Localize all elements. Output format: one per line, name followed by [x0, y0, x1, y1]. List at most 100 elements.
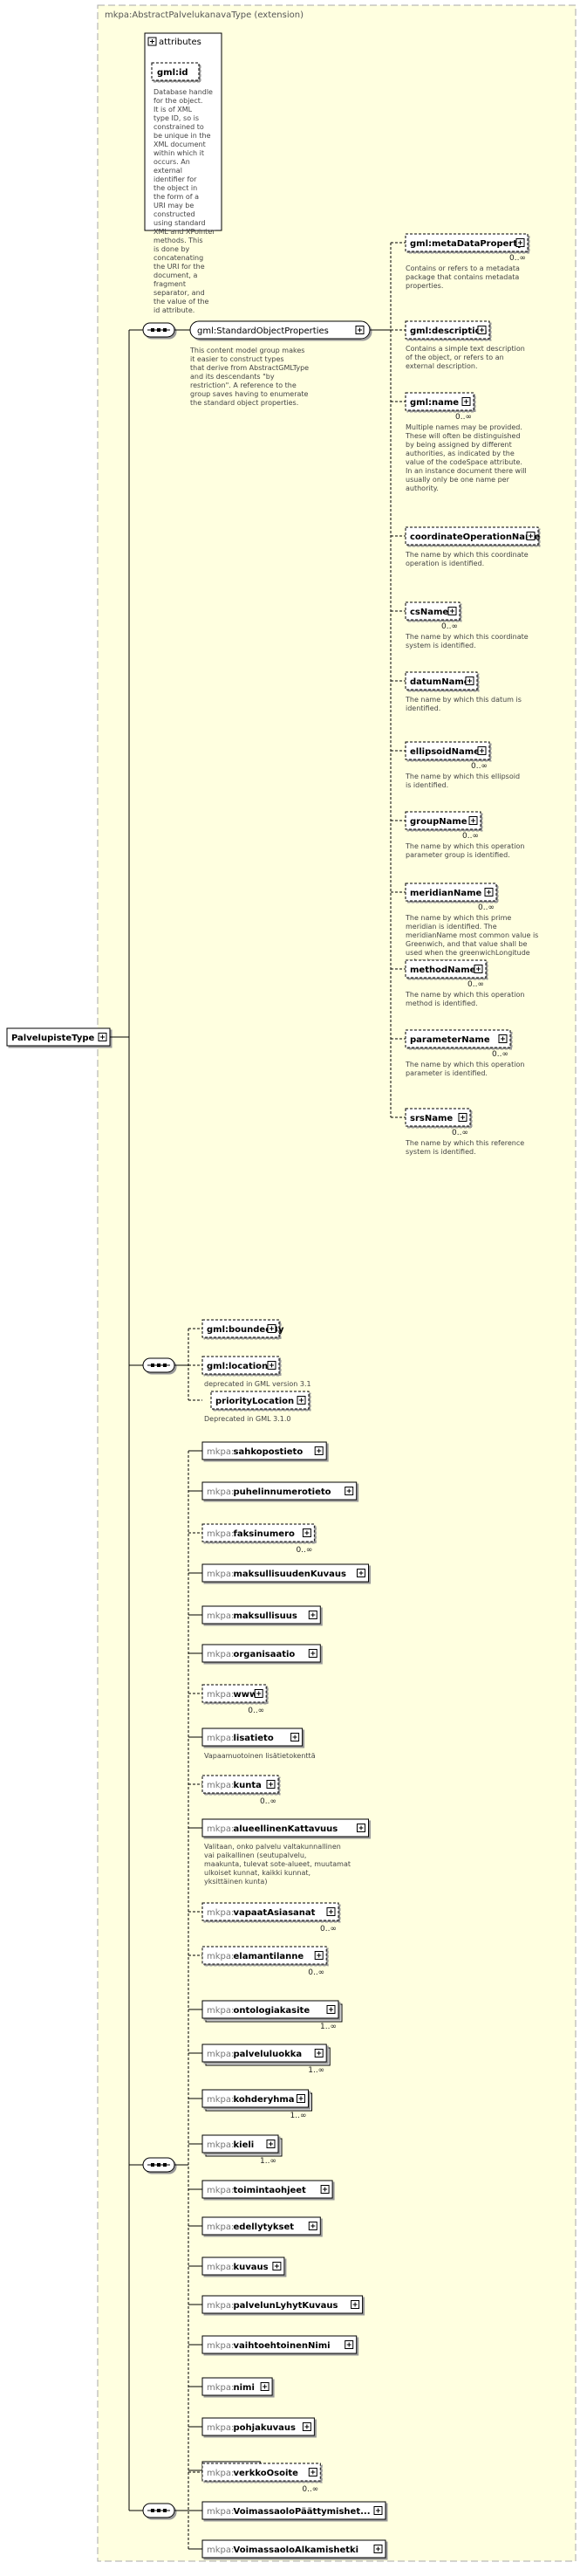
plus-box-icon[interactable] [357, 1824, 365, 1832]
element-gml-metaDataProperty[interactable] [405, 233, 529, 252]
element-priorityLocation-label: priorityLocation [215, 1397, 294, 1406]
element-kuvaus[interactable] [201, 2257, 285, 2276]
element-pohjakuvaus[interactable] [201, 2417, 315, 2436]
plus-box-icon[interactable] [302, 2422, 311, 2431]
element-priorityLocation[interactable] [210, 1391, 310, 1410]
plus-box-icon[interactable] [267, 1324, 276, 1333]
plus-box-icon[interactable] [297, 2094, 305, 2103]
element-verkkoOsoite[interactable] [201, 2463, 321, 2482]
element-VoimassaoloPttymishet-label: VoimassaoloPäättymishet... [234, 2507, 371, 2517]
plus-box-icon[interactable] [373, 2506, 383, 2515]
plus-box-icon[interactable] [498, 1034, 508, 1043]
element-gml-location[interactable] [201, 1356, 280, 1375]
plus-box-icon[interactable] [314, 2049, 324, 2057]
occurrence-label: 0..∞ [320, 1925, 337, 1934]
plus-box-icon[interactable] [320, 2185, 330, 2194]
plus-box-icon[interactable] [290, 1733, 300, 1741]
child-description: meridian is identified. The [406, 923, 497, 931]
element-sahkopostieto[interactable] [201, 1441, 327, 1460]
plus-box-icon[interactable] [474, 965, 483, 973]
element-coordinateOperationName[interactable] [405, 526, 539, 546]
plus-box-icon[interactable] [515, 238, 525, 247]
plus-box-icon[interactable] [461, 397, 471, 406]
plus-box-icon[interactable] [477, 326, 487, 334]
plus-box-icon[interactable] [297, 1396, 306, 1405]
element-gml-boundedBy[interactable] [201, 1319, 280, 1338]
element-meridianName[interactable] [405, 883, 497, 902]
element-csName[interactable] [405, 601, 461, 621]
element-ontologiakasite[interactable] [201, 2000, 339, 2019]
element-maksullisuudenKuvaus-label: maksullisuudenKuvaus [234, 1570, 347, 1579]
plus-box-icon[interactable] [351, 2300, 360, 2309]
plus-box-icon[interactable] [302, 1528, 311, 1537]
plus-box-icon[interactable] [308, 2468, 317, 2476]
element-puhelinnumerotieto[interactable] [201, 1481, 358, 1501]
element-kohderyhma[interactable] [201, 2089, 309, 2108]
plus-box-icon[interactable] [254, 1689, 263, 1698]
element-gml-name[interactable] [405, 392, 474, 411]
element-elamantilanne[interactable] [201, 1946, 327, 1965]
plus-box-icon[interactable] [267, 1361, 276, 1370]
child-description: The name by which this coordinate [405, 633, 529, 641]
element-palvelunLyhytKuvaus[interactable] [201, 2295, 364, 2314]
element-organisaatio[interactable] [201, 1644, 321, 1663]
element-faksinumero[interactable] [201, 1523, 315, 1542]
attribute-gml-id[interactable] [151, 62, 200, 81]
element-kunta-label: kunta [234, 1781, 262, 1790]
element-VoimassaoloAlkamishetki[interactable] [201, 2539, 386, 2559]
plus-box-icon[interactable] [357, 1569, 365, 1577]
element-elamantilanne-label: elamantilanne [234, 1952, 304, 1961]
element-www[interactable] [201, 1684, 267, 1703]
plus-box-icon[interactable] [308, 2222, 317, 2230]
element-srsName[interactable] [405, 1108, 471, 1127]
element-kohderyhma-label: kohderyhma [234, 2095, 295, 2105]
plus-box-icon[interactable] [98, 1033, 107, 1041]
element-vapaatAsiasanat[interactable] [201, 1902, 339, 1921]
plus-box-icon[interactable] [260, 2382, 270, 2391]
element-vaihtoehtoinenNimi[interactable] [201, 2335, 358, 2354]
plus-box-icon[interactable] [468, 816, 478, 825]
plus-box-icon[interactable] [477, 746, 487, 755]
plus-box-icon[interactable] [345, 1487, 354, 1495]
element-alueellinenKattavuus[interactable] [201, 1818, 369, 1838]
element-methodName[interactable] [405, 959, 487, 979]
element-nimi[interactable] [201, 2377, 273, 2396]
plus-box-icon[interactable] [447, 607, 457, 615]
plus-box-icon[interactable] [314, 1446, 324, 1455]
plus-box-icon[interactable] [314, 1951, 324, 1960]
element-lisatieto[interactable] [201, 1728, 304, 1747]
plus-box-icon[interactable] [465, 677, 474, 685]
plus-box-icon[interactable] [458, 1113, 467, 1122]
plus-box-icon[interactable] [266, 2140, 276, 2148]
plus-box-icon[interactable] [272, 2262, 282, 2270]
element-maksullisuudenKuvaus[interactable] [201, 1563, 369, 1583]
plus-box-icon[interactable] [266, 1780, 276, 1789]
element-groupName[interactable] [405, 811, 481, 830]
element-palveluluokka[interactable] [201, 2044, 327, 2063]
element-datumName[interactable] [405, 671, 478, 690]
plus-box-icon[interactable] [308, 1649, 317, 1658]
element-prefix: mkpa: [207, 2050, 234, 2059]
plus-box-icon[interactable] [147, 37, 157, 46]
element-edellytykset[interactable] [201, 2216, 321, 2236]
element-kunta[interactable] [201, 1775, 279, 1794]
plus-box-icon[interactable] [355, 326, 365, 334]
child-description: properties. [406, 282, 443, 290]
plus-box-icon[interactable] [326, 1907, 336, 1916]
element-prefix: mkpa: [207, 2095, 234, 2105]
element-gml-description[interactable] [405, 320, 490, 340]
plus-box-icon[interactable] [526, 532, 536, 540]
plus-box-icon[interactable] [484, 888, 494, 896]
element-toimintaohjeet[interactable] [201, 2180, 333, 2199]
plus-box-icon[interactable] [308, 1611, 317, 1619]
element-prefix: mkpa: [207, 1570, 234, 1579]
plus-box-icon[interactable] [345, 2340, 354, 2349]
element-kieli[interactable] [201, 2134, 279, 2154]
plus-box-icon[interactable] [373, 2545, 383, 2553]
element-ellipsoidName[interactable] [405, 741, 490, 760]
element-parameterName[interactable] [405, 1029, 511, 1048]
element-maksullisuus[interactable] [201, 1605, 321, 1625]
occurrence-label: 0..∞ [296, 1546, 312, 1555]
plus-box-icon[interactable] [326, 2005, 336, 2014]
element-VoimassaoloPttymishet[interactable] [201, 2501, 386, 2520]
